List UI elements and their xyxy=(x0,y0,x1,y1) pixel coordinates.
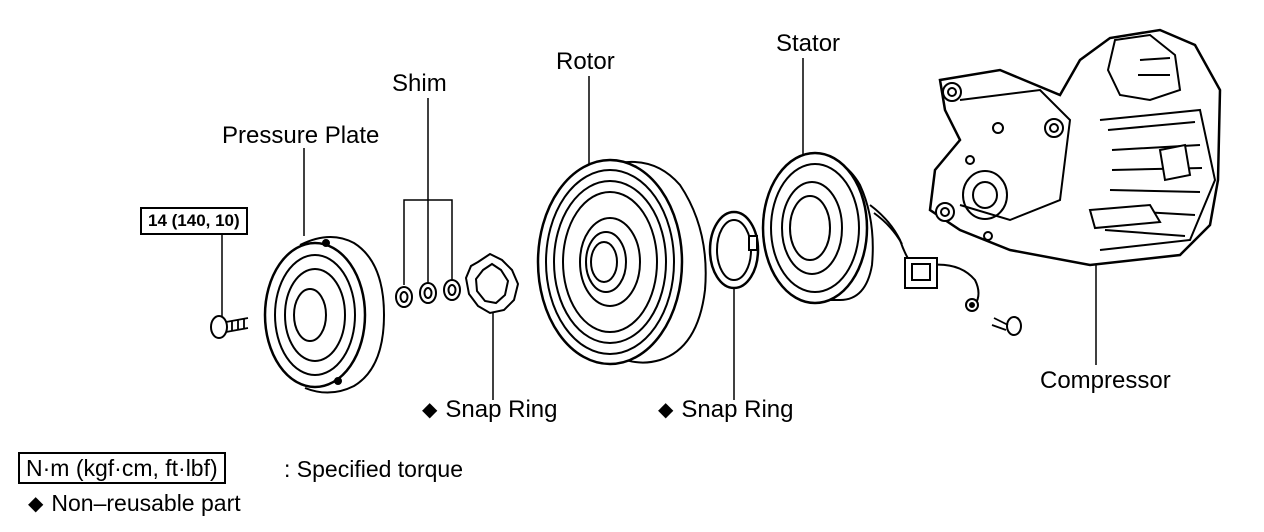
bolt xyxy=(210,315,249,339)
stator xyxy=(761,151,980,312)
snap-ring-left xyxy=(464,252,520,315)
rotor-label: Rotor xyxy=(556,48,615,75)
compressor xyxy=(928,28,1222,267)
stator-label: Stator xyxy=(776,30,841,57)
leader-lines xyxy=(221,58,1097,400)
diamond-icon: ◆ xyxy=(28,493,44,515)
rotor xyxy=(536,158,707,366)
snap-ring-left-label: ◆Snap Ring xyxy=(422,396,558,423)
legend-torque-unit-box: N·m (kgf·cm, ft·lbf) xyxy=(18,452,226,484)
snap-ring-right-label: ◆Snap Ring xyxy=(658,396,794,423)
legend-torque-desc: : Specified torque xyxy=(284,456,464,482)
pressure-plate xyxy=(263,236,386,394)
screw xyxy=(991,316,1022,336)
shim-label: Shim xyxy=(392,70,447,97)
snap-ring-right xyxy=(708,210,760,290)
compressor-label: Compressor xyxy=(1040,367,1171,394)
legend-non-reusable: ◆Non–reusable part xyxy=(28,490,241,516)
diamond-icon: ◆ xyxy=(422,399,438,421)
pressure-plate-label: Pressure Plate xyxy=(222,122,380,149)
torque-spec-box: 14 (140, 10) xyxy=(140,207,248,235)
shims xyxy=(395,279,461,308)
diamond-icon: ◆ xyxy=(658,399,674,421)
